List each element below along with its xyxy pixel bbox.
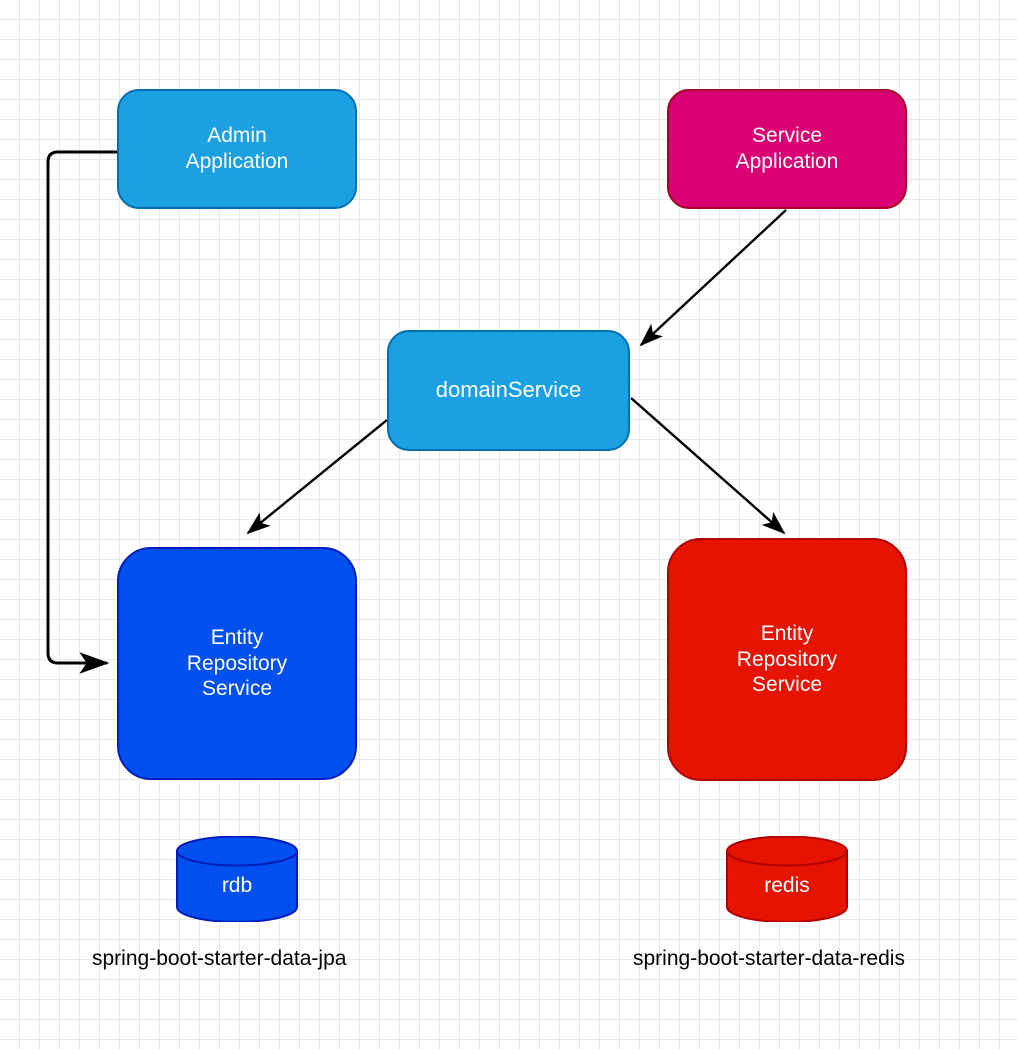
- caption-spring-boot-starter-data-redis: spring-boot-starter-data-redis: [633, 947, 905, 970]
- edge-admin-to-jpa-repository: [46, 150, 117, 674]
- database-label-redis: redis: [764, 874, 810, 897]
- node-service-application[interactable]: Service Application: [667, 89, 907, 209]
- cylinder-rdb-icon: [176, 836, 298, 922]
- node-entity-repository-service-redis[interactable]: Entity Repository Service: [667, 538, 907, 781]
- caption-spring-boot-starter-data-jpa: spring-boot-starter-data-jpa: [92, 947, 347, 970]
- node-admin-application[interactable]: Admin Application: [117, 89, 357, 209]
- cylinder-redis-icon: [726, 836, 848, 922]
- database-label-rdb: rdb: [221, 874, 253, 897]
- node-entity-repository-service-jpa[interactable]: Entity Repository Service: [117, 547, 357, 780]
- edge-domain-service-to-jpa-repository: [246, 419, 388, 535]
- database-cylinder-redis[interactable]: redis: [726, 836, 848, 922]
- edge-service-to-domain-service: [639, 209, 787, 347]
- database-cylinder-rdb[interactable]: rdb: [176, 836, 298, 922]
- edge-domain-service-to-redis-repository: [630, 397, 786, 535]
- node-domain-service[interactable]: domainService: [387, 330, 630, 451]
